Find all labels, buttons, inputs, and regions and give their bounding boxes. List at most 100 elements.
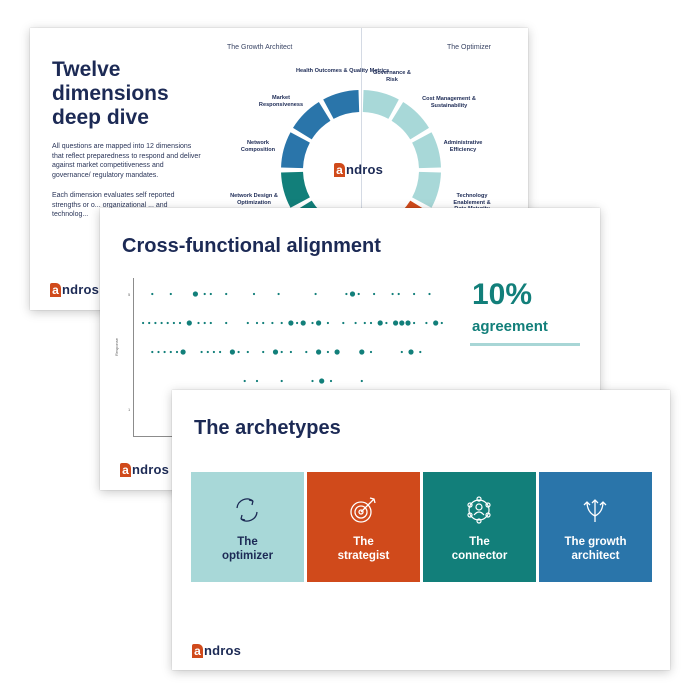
response-dot [246, 350, 249, 354]
response-dot [288, 320, 294, 326]
response-dot [357, 292, 360, 296]
response-dot [237, 350, 240, 354]
wheel-segment [412, 132, 441, 169]
response-dot [219, 350, 222, 354]
slide1-title: Twelve dimensions deep dive [52, 58, 169, 129]
wheel-segment [412, 171, 441, 208]
cycle-arrows-icon [236, 498, 258, 522]
response-dot [225, 321, 228, 325]
response-dot [200, 350, 203, 354]
response-dot [209, 321, 212, 325]
response-dot [405, 320, 411, 326]
y-tick-1: 1 [128, 407, 131, 412]
slide2-title: Cross-functional alignment [122, 235, 381, 257]
response-dot [280, 350, 283, 354]
agreement-underline [470, 343, 580, 346]
response-dot [316, 320, 322, 326]
response-dot [419, 350, 422, 354]
response-dot [175, 350, 179, 354]
response-dot [203, 321, 206, 325]
response-dot [311, 321, 314, 325]
response-dot [148, 321, 151, 325]
response-dot [363, 321, 366, 325]
response-dot [243, 379, 246, 383]
wheel-segment [293, 102, 331, 140]
response-dot [262, 321, 265, 325]
response-dot [319, 378, 325, 384]
response-dot [433, 320, 439, 326]
response-dot [425, 321, 428, 325]
wheel-segment [281, 132, 310, 169]
response-dot [151, 292, 154, 296]
optimizer-column-heading: The Optimizer [447, 44, 491, 51]
dimension-label-administrative-efficiency: Administrative Efficiency [443, 140, 483, 153]
response-dot [169, 292, 172, 296]
dimension-label-health-outcomes: Health Outcomes & Quality Metrics [296, 68, 390, 74]
response-dot [272, 349, 279, 355]
response-dot [314, 292, 317, 296]
response-dot [225, 292, 228, 296]
response-dot [359, 349, 365, 355]
response-dot [326, 321, 329, 325]
dimension-label-cost-management: Cost Management & Sustainability [422, 96, 476, 109]
response-dot [192, 291, 198, 297]
response-dot [163, 350, 166, 354]
response-dot [397, 292, 400, 296]
network-people-icon [467, 496, 491, 524]
response-dot [151, 350, 154, 354]
response-dot [160, 321, 163, 325]
response-dot [300, 320, 306, 326]
response-dot [316, 349, 322, 355]
response-dot [354, 321, 357, 325]
response-dot [277, 292, 280, 296]
y-tick-5: 5 [128, 292, 131, 297]
agreement-percentage: 10% [472, 278, 533, 311]
response-dot [345, 292, 348, 296]
response-dot [186, 320, 192, 326]
response-dot [169, 350, 172, 354]
response-dot [329, 379, 333, 383]
dimension-label-network-composition: Network Composition [240, 140, 276, 153]
slide1-paragraph-1: All questions are mapped into 12 dimensi… [52, 143, 201, 179]
response-dot [280, 379, 283, 383]
diverging-arrows-icon [583, 499, 607, 522]
scatter-dots [142, 291, 443, 384]
column-divider [361, 28, 362, 310]
dimension-label-market-responsiveness: Market Responsiveness [258, 95, 304, 108]
response-dot [377, 320, 383, 326]
response-dot [203, 292, 206, 296]
response-dot [172, 321, 175, 325]
response-dot [393, 320, 399, 326]
response-dot [385, 321, 388, 325]
response-dot [311, 379, 314, 383]
response-dot [255, 379, 259, 383]
wheel-segment [323, 90, 360, 119]
response-dot [296, 321, 299, 325]
response-dot [229, 349, 235, 355]
response-dot [166, 321, 169, 325]
wheel-segment [391, 102, 429, 140]
response-dot [369, 350, 373, 354]
wheel-segment [281, 171, 310, 208]
response-dot [342, 321, 345, 325]
response-dot [197, 321, 200, 325]
target-arrow-icon [350, 497, 376, 523]
dimension-label-network-design: Network Design & Optimization [230, 193, 278, 206]
response-dot [360, 379, 363, 383]
response-dot [255, 321, 259, 325]
response-dot [373, 292, 376, 296]
response-dot [400, 350, 403, 354]
